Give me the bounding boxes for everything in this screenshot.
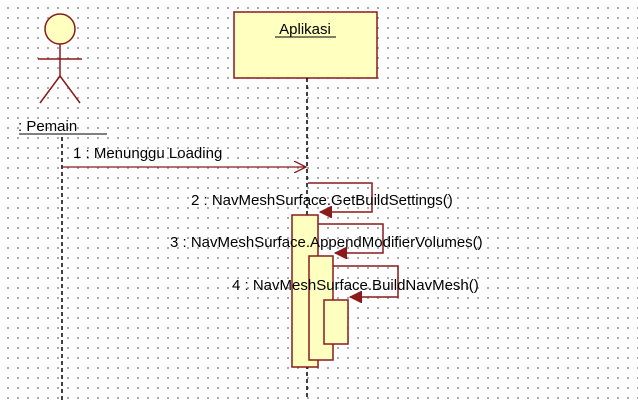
message-2-label: 2 : NavMeshSurface.GetBuildSettings() bbox=[191, 192, 453, 209]
message-2[interactable]: 2 : NavMeshSurface.GetBuildSettings() bbox=[191, 182, 453, 212]
message-4-arrow bbox=[333, 265, 399, 297]
object-aplikasi[interactable]: Aplikasi bbox=[233, 11, 378, 79]
message-1[interactable]: 1 : Menunggu Loading bbox=[62, 145, 306, 167]
actor-label: : Pemain bbox=[18, 118, 77, 135]
actor-pemain[interactable]: : Pemain bbox=[18, 13, 107, 135]
object-box bbox=[233, 11, 378, 79]
message-4[interactable]: 4 : NavMeshSurface.BuildNavMesh() bbox=[232, 265, 479, 297]
message-2-arrow bbox=[308, 182, 373, 212]
object-label: Aplikasi bbox=[279, 21, 331, 38]
activation-bar-3 bbox=[323, 299, 349, 345]
actor-head bbox=[44, 13, 76, 45]
message-3[interactable]: 3 : NavMeshSurface.AppendModifierVolumes… bbox=[170, 223, 483, 253]
message-3-arrow bbox=[318, 223, 384, 253]
message-4-label: 4 : NavMeshSurface.BuildNavMesh() bbox=[232, 277, 479, 294]
message-1-label: 1 : Menunggu Loading bbox=[73, 145, 222, 162]
actor-right-leg bbox=[59, 75, 81, 104]
message-3-label: 3 : NavMeshSurface.AppendModifierVolumes… bbox=[170, 234, 483, 251]
actor-left-leg bbox=[39, 75, 61, 104]
